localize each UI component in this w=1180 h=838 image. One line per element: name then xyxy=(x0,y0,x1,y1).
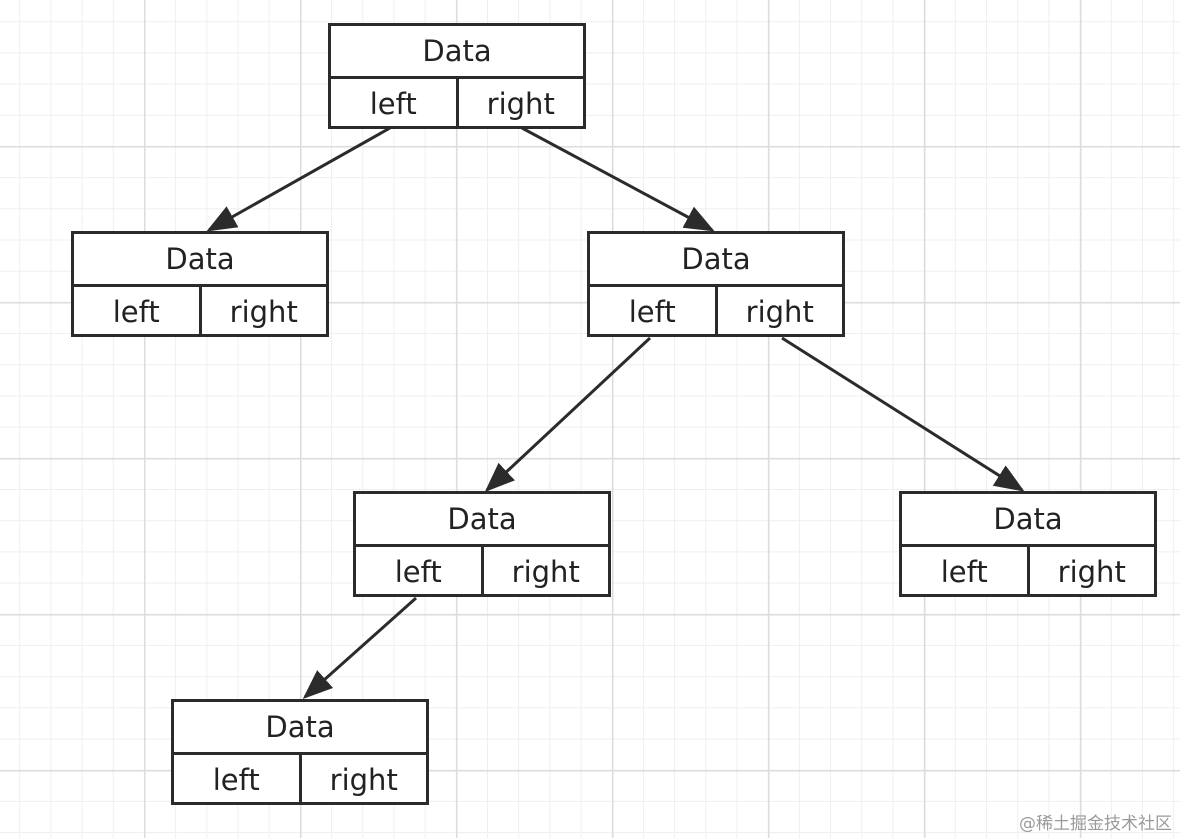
edge-grandchild-to-leaf xyxy=(302,596,417,699)
edge-root-to-left-child xyxy=(206,126,391,232)
node-left-pointer: left xyxy=(356,547,484,597)
watermark-text: @稀土掘金技术社区 xyxy=(1019,814,1172,834)
tree-node-right-grandchild: Data left right xyxy=(899,491,1157,597)
tree-node-leaf: Data left right xyxy=(171,699,429,805)
node-right-pointer: right xyxy=(486,87,555,121)
edge-right-child-to-right-grandchild xyxy=(781,336,1025,492)
node-data-cell: Data xyxy=(74,234,326,287)
node-left-pointer: left xyxy=(331,79,459,129)
node-left-pointer: left xyxy=(74,287,202,337)
node-left-pointer: left xyxy=(174,755,302,805)
node-left-pointer: left xyxy=(590,287,718,337)
tree-node-root: Data left right xyxy=(328,23,586,129)
node-right-pointer: right xyxy=(511,555,580,589)
node-data-cell: Data xyxy=(331,26,583,79)
tree-node-left-child: Data left right xyxy=(71,231,329,337)
node-data-cell: Data xyxy=(174,702,426,755)
node-data-cell: Data xyxy=(590,234,842,287)
node-left-pointer: left xyxy=(902,547,1030,597)
tree-node-right-child: Data left right xyxy=(587,231,845,337)
node-data-cell: Data xyxy=(356,494,608,547)
edge-right-child-to-left-grandchild xyxy=(484,336,652,493)
node-right-pointer: right xyxy=(745,295,814,329)
node-data-cell: Data xyxy=(902,494,1154,547)
node-right-pointer: right xyxy=(1057,555,1126,589)
node-right-pointer: right xyxy=(329,763,398,797)
tree-node-left-grandchild: Data left right xyxy=(353,491,611,597)
node-right-pointer: right xyxy=(229,295,298,329)
edge-root-to-right-child xyxy=(521,126,715,232)
